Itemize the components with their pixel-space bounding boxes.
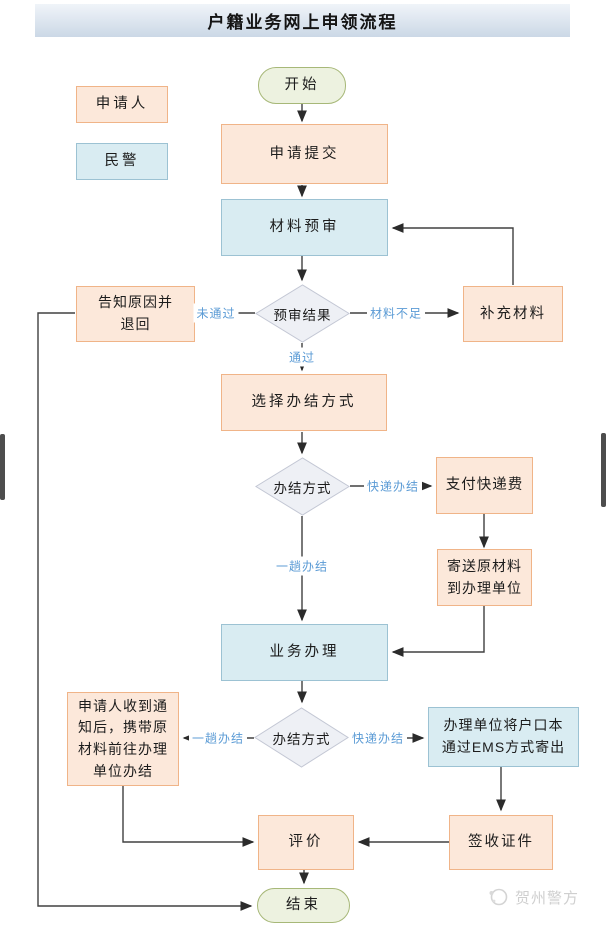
edge-label-insufficient: 材料不足 — [366, 303, 426, 323]
node-mail-materials: 寄送原材料到办理单位 — [437, 549, 532, 606]
node-pre-review: 材料预审 — [221, 199, 388, 256]
edge-label-pass: 通过 — [285, 347, 319, 367]
node-sign-receive: 签收证件 — [449, 815, 553, 870]
decision-method-1: 办结方式 — [255, 457, 350, 516]
node-mail-materials-label: 寄送原材料到办理单位 — [447, 557, 522, 596]
node-process-label: 业务办理 — [269, 644, 340, 661]
edge-label-express-2: 快递办结 — [348, 728, 408, 748]
node-pre-review-label: 材料预审 — [269, 219, 340, 236]
decision-method-2-label: 办结方式 — [272, 731, 331, 747]
node-evaluate: 评价 — [258, 815, 354, 870]
node-sign-receive-label: 签收证件 — [468, 834, 534, 851]
node-choose-method-label: 选择办结方式 — [251, 394, 357, 411]
legend-applicant: 申请人 — [76, 86, 168, 123]
node-ems-send: 办理单位将户口本通过EMS方式寄出 — [428, 707, 579, 767]
decision-review-result-label: 预审结果 — [273, 307, 332, 323]
legend-applicant-label: 申请人 — [95, 96, 149, 113]
edge-label-express-1: 快递办结 — [363, 476, 423, 496]
left-edge-artifact — [0, 434, 5, 500]
node-applicant-visit-label: 申请人收到通知后，携带原材料前往办理单位办结 — [78, 697, 168, 779]
node-notify-return-label: 告知原因并退回 — [98, 294, 173, 332]
legend-police-label: 民警 — [104, 153, 140, 170]
node-supplement: 补充材料 — [463, 286, 563, 342]
node-pay-express: 支付快递费 — [436, 457, 533, 514]
watermark-text: 贺州警方 — [515, 889, 580, 907]
edge-visit-evaluate — [122, 786, 255, 847]
node-choose-method: 选择办结方式 — [221, 374, 387, 431]
node-pay-express-label: 支付快递费 — [445, 477, 524, 494]
decision-method-1-label: 办结方式 — [273, 480, 332, 496]
edge-label-fail: 未通过 — [193, 303, 239, 323]
legend-police: 民警 — [76, 143, 168, 180]
edge-supplement-prereview — [391, 223, 514, 285]
decision-method-2: 办结方式 — [254, 707, 349, 768]
diamond-shape — [255, 284, 350, 343]
watermark: 贺州警方 — [487, 886, 579, 908]
node-applicant-visit: 申请人收到通知后，携带原材料前往办理单位办结 — [67, 692, 179, 786]
police-badge-icon — [489, 888, 508, 906]
node-submit-label: 申请提交 — [269, 145, 340, 162]
node-process: 业务办理 — [221, 624, 388, 681]
node-ems-send-label: 办理单位将户口本通过EMS方式寄出 — [441, 717, 566, 755]
right-edge-artifact — [601, 433, 606, 507]
edge-label-one-trip-2: 一趟办结 — [188, 728, 248, 748]
page-title: 户籍业务网上申领流程 — [35, 4, 570, 37]
decision-review-result: 预审结果 — [255, 284, 350, 343]
node-submit: 申请提交 — [221, 124, 388, 184]
node-start-label: 开始 — [284, 77, 320, 94]
node-supplement-label: 补充材料 — [480, 305, 546, 322]
edge-label-one-trip-1: 一趟办结 — [272, 556, 332, 576]
node-notify-return: 告知原因并退回 — [76, 286, 195, 342]
node-end: 结束 — [257, 888, 350, 923]
node-end-label: 结束 — [286, 897, 321, 914]
diamond-shape — [255, 457, 350, 516]
diamond-shape — [254, 707, 349, 768]
node-start: 开始 — [258, 67, 346, 104]
edge-notify-end — [37, 312, 253, 911]
node-evaluate-label: 评价 — [288, 834, 324, 851]
edge-mail-process — [391, 606, 485, 657]
